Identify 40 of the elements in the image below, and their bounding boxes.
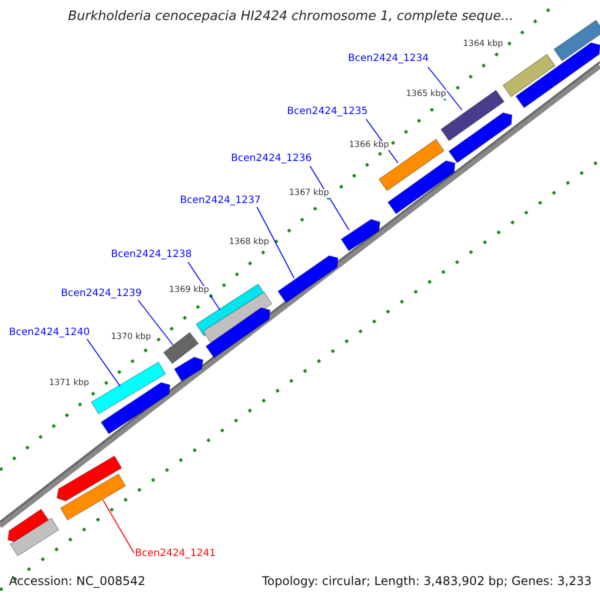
gene-label: Bcen2424_1237 [180, 195, 261, 206]
gene-feature [10, 517, 60, 557]
gene-label: Bcen2424_1236 [231, 153, 312, 164]
gene-feature [340, 218, 381, 252]
tick-label: 1365 kbp [405, 90, 448, 100]
leader-line [428, 66, 462, 110]
gene-feature [90, 361, 166, 415]
tick-label: 1370 kbp [110, 333, 152, 342]
gene-feature [56, 455, 122, 502]
tick-label: 1367 kbp [288, 189, 330, 198]
tick-label: 1368 kbp [228, 238, 270, 248]
info-text: Topology: circular; Length: 3,483,902 bp; Genes: 3,233 [262, 575, 592, 588]
gene-label: Bcen2424_1234 [348, 53, 429, 64]
leader-line [138, 300, 174, 346]
title: Burkholderia cenocepacia HI2424 chromosome 1, complete seque... [68, 10, 514, 24]
leader-line [102, 500, 134, 554]
gene-feature [100, 382, 171, 434]
gene-feature [515, 42, 600, 108]
gene-feature [174, 356, 204, 382]
tick-label: 1366 kbp [348, 141, 390, 150]
leader-line [310, 166, 350, 230]
gene-feature [205, 307, 271, 358]
leader-line [256, 206, 294, 278]
tick-label: 1371 kbp [48, 379, 90, 388]
info-text: Accession: NC_008542 [9, 575, 146, 588]
gene-label: Bcen2424_1239 [61, 288, 142, 299]
tick-label: 1369 kbp [168, 286, 210, 296]
gene-label: Bcen2424_1235 [287, 106, 368, 117]
gene-feature [163, 332, 199, 364]
gene-feature [553, 20, 600, 62]
gene-feature [277, 255, 339, 304]
gene-feature [60, 473, 126, 521]
gene-feature [448, 112, 513, 164]
gene-label: Bcen2424_1240 [9, 327, 90, 338]
gene-label: Bcen2424_1238 [111, 249, 192, 260]
gene-feature [387, 160, 456, 214]
leader-line [86, 338, 120, 386]
gene-feature [502, 54, 556, 98]
gene-label: Bcen2424_1241 [135, 548, 216, 559]
tick-label: 1364 kbp [462, 40, 504, 50]
